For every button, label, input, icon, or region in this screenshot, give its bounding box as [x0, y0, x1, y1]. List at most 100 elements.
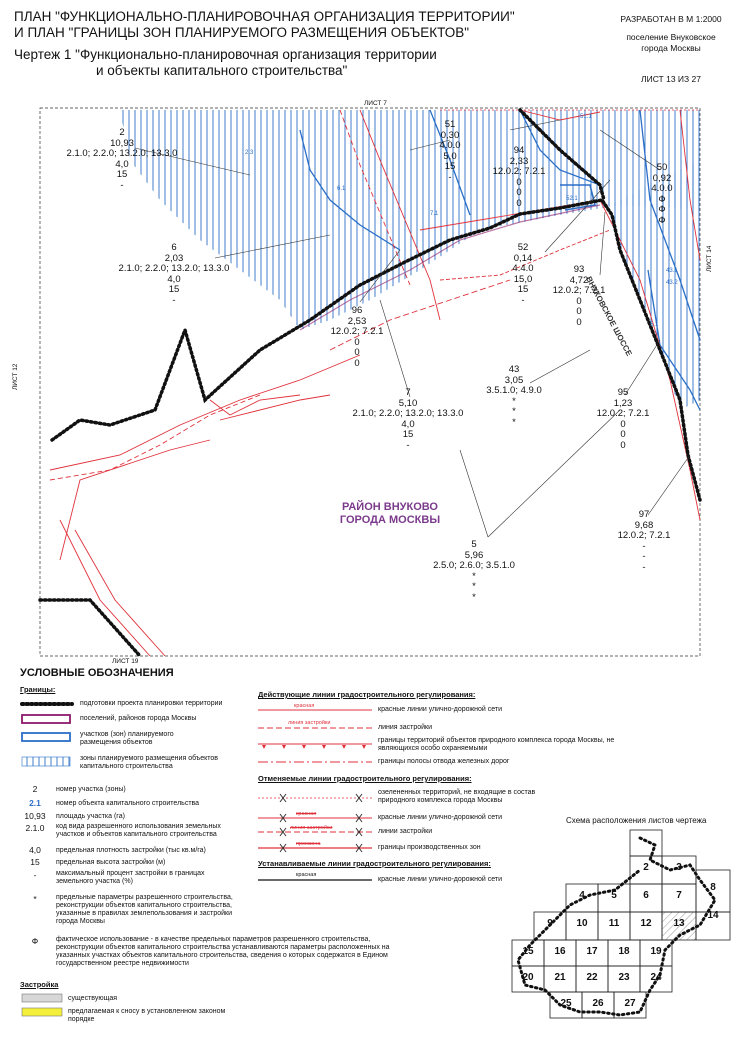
legend-code-sym-6: -: [33, 870, 37, 880]
legend-cancel-0: озелененных территорий, не входящие в со…: [378, 789, 536, 804]
scheme-title: Схема расположения листов чертежа: [566, 816, 707, 825]
legend-code-sym-7: *: [33, 894, 37, 904]
scheme-cell-2: 2: [643, 862, 649, 873]
legend-cancel-tag-3: промзона: [296, 841, 321, 847]
sheet-label-bottom: ЛИСТ 19: [112, 658, 139, 665]
legend-code-sym-3: 2.1.0: [25, 823, 45, 833]
legend-current-tag-0: красная: [294, 703, 315, 709]
sheet-scheme: [511, 829, 731, 1019]
legend-code-sym-0: 2: [32, 784, 38, 794]
scheme-cell-26: 26: [592, 998, 604, 1009]
subtitle-line-2: и объекты капитального строительства": [96, 63, 348, 78]
legend-code-sym-4: 4,0: [29, 845, 41, 855]
planned-zone-hatch-east: [610, 160, 700, 410]
scale-note: РАЗРАБОТАН В М 1:2000: [620, 14, 722, 24]
scheme-cell-22: 22: [586, 972, 598, 983]
scheme-cell-11: 11: [608, 918, 620, 929]
legend-code-text-5: предельная высота застройки (м): [56, 859, 166, 866]
legend-code-text-2: площадь участка (га): [56, 813, 125, 820]
scheme-cell-20: 20: [522, 972, 534, 983]
settlement-line-1: поселение Внуковское: [626, 32, 716, 42]
legend-building-demolish: предлагаемая к сносу в установленном зак…: [68, 1008, 226, 1023]
project-boundary: [50, 198, 702, 502]
scheme-cell-6: 6: [643, 890, 649, 901]
legend-code-sym-5: 15: [30, 857, 40, 867]
tag-43-2: 43.2: [666, 280, 678, 286]
scheme-cell-24: 24: [650, 972, 662, 983]
legend-border-project: подготовки проекта планировки территории: [80, 700, 223, 707]
scheme-cell-18: 18: [618, 946, 630, 957]
scheme-cell-14: 14: [707, 910, 719, 921]
tag-2-3: 2.3: [245, 150, 254, 156]
legend-cancel-1: красные линии улично-дорожной сети: [378, 814, 503, 821]
legend-current-0: красные линии улично-дорожной сети: [378, 706, 503, 713]
legend-code-sym-2: 10,93: [24, 811, 46, 821]
sheet-label-left: ЛИСТ 12: [12, 363, 19, 390]
legend-cancel-tag-1: красная: [296, 811, 317, 817]
scheme-cell-19: 19: [650, 946, 662, 957]
tag-43-1: 43.1: [666, 268, 678, 274]
legend-current-1: линия застройки: [378, 724, 432, 731]
legend-code-sym-8: Ф: [31, 936, 39, 946]
scheme-cell-21: 21: [554, 972, 566, 983]
legend-code-text-3: код вида разрешенного использования земе…: [56, 823, 221, 838]
scheme-cell-12: 12: [640, 918, 652, 929]
sheet-label-right: ЛИСТ 14: [706, 245, 713, 272]
scheme-cell-27: 27: [624, 998, 636, 1009]
scheme-cell-25: 25: [560, 998, 572, 1009]
legend-current-3: границы полосы отвода железных дорог: [378, 758, 510, 765]
legend-border-district: поселений, районов города Москвы: [80, 715, 197, 722]
subtitle-line-1: Чертеж 1 "Функционально-планировочная ор…: [14, 47, 437, 62]
settlement-line-2: города Москвы: [641, 43, 701, 53]
tag-7-1: 7.1: [430, 211, 439, 217]
tag-51-1: 51.1: [580, 114, 592, 120]
scheme-cell-3: 3: [676, 862, 682, 873]
legend-set-title: Устанавливаемые линии градостроительного…: [258, 859, 491, 868]
tag-52-1: 52.1: [566, 196, 578, 202]
legend-current-tag-1: линия застройки: [288, 720, 331, 726]
legend-building-title: Застройка: [20, 980, 59, 989]
sheet-label-top: ЛИСТ 7: [364, 100, 387, 107]
scheme-cell-9: 9: [547, 918, 553, 929]
scheme-cell-17: 17: [586, 946, 598, 957]
legend-title: УСЛОВНЫЕ ОБОЗНАЧЕНИЯ: [20, 667, 174, 679]
legend-cancel-2: линии застройки: [378, 828, 433, 835]
scheme-cell-16: 16: [554, 946, 566, 957]
legend-current-2: границы территорий объектов природного к…: [378, 737, 615, 752]
legend-borders-title: Границы:: [20, 685, 56, 694]
tag-6-1: 6.1: [337, 186, 346, 192]
legend-set-0: красные линии улично-дорожной сети: [378, 876, 503, 883]
scheme-cell-5: 5: [611, 890, 617, 901]
scheme-cell-4: 4: [579, 890, 585, 901]
legend-code-text-6: максимальный процент застройки в граница…: [56, 870, 205, 885]
legend-set-tag-0: красная: [296, 872, 317, 878]
sheet-number: ЛИСТ 13 ИЗ 27: [641, 74, 701, 84]
title-line-2: И ПЛАН "ГРАНИЦЫ ЗОН ПЛАНИРУЕМОГО РАЗМЕЩЕ…: [14, 25, 470, 40]
tag-5-1: 5.1: [650, 322, 659, 328]
scheme-cell-23: 23: [618, 972, 630, 983]
legend-current-title: Действующие линии градостроительного рег…: [258, 690, 476, 699]
legend-building-existing: существующая: [68, 995, 118, 1002]
legend-border-zones: зоны планируемого размещения объектов ка…: [80, 755, 219, 770]
scheme-cell-10: 10: [576, 918, 588, 929]
title-line-1: ПЛАН "ФУНКЦИОНАЛЬНО-ПЛАНИРОВОЧНАЯ ОРГАНИ…: [14, 9, 515, 24]
legend-cancel-tag-2: линия застройки: [290, 825, 333, 831]
legend-border-sites: участков (зон) планируемого размещения о…: [80, 731, 174, 746]
legend-code-text-7: предельные параметры разрешенного строит…: [56, 894, 233, 925]
legend-code-text-8: фактическое использование - в качестве п…: [56, 936, 390, 967]
scheme-cell-7: 7: [676, 890, 682, 901]
map-frame: [39, 107, 701, 657]
legend-code-sym-1: 2.1: [29, 798, 41, 808]
